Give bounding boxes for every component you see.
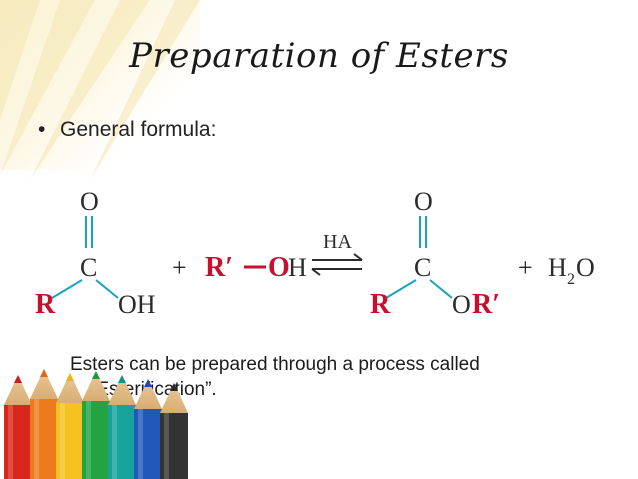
plus-sign-2: + <box>518 253 533 282</box>
acid-r-group: R <box>35 289 56 320</box>
ester-oxygen: O <box>414 187 433 216</box>
ester: O C R O R′ <box>370 187 500 320</box>
acid-oxygen: O <box>80 187 99 216</box>
catalyst-label: HA <box>323 231 352 253</box>
equilibrium-arrows: HA <box>311 231 363 276</box>
acid-oh-bond <box>95 279 119 299</box>
bullet-dot: • <box>38 118 46 141</box>
alcohol-r-prime: R′ <box>205 252 233 283</box>
ester-r-bond <box>385 279 417 299</box>
description-line-1: Esters can be prepared through a process… <box>70 354 480 375</box>
alcohol-hydrogen: H <box>288 253 307 282</box>
water-o: O <box>576 253 595 282</box>
sunburst-rays <box>0 0 200 180</box>
ester-or-bond <box>429 279 453 299</box>
water: H 2 O <box>548 253 595 288</box>
ester-r-prime: R′ <box>472 289 500 320</box>
colored-pencils-decoration <box>4 369 188 479</box>
water-subscript: 2 <box>567 271 575 288</box>
acid-hydroxyl: OH <box>118 290 156 319</box>
water-h: H <box>548 253 567 282</box>
alcohol: R′ O H <box>205 252 307 283</box>
ester-r-group: R <box>370 289 391 320</box>
slide-title: Preparation of Esters <box>129 36 509 76</box>
plus-sign-1: + <box>172 253 187 282</box>
ester-o: O <box>452 290 471 319</box>
carboxylic-acid: O C R OH <box>35 187 156 320</box>
alcohol-oxygen: O <box>268 252 290 283</box>
bullet-general-formula: • General formula: <box>38 118 216 142</box>
ester-carbon: C <box>414 253 431 282</box>
esterification-reaction: O C R OH + R′ O H HA O <box>35 187 595 320</box>
acid-r-bond <box>51 279 83 299</box>
acid-carbon: C <box>80 253 97 282</box>
bullet-text: General formula: <box>60 118 217 141</box>
